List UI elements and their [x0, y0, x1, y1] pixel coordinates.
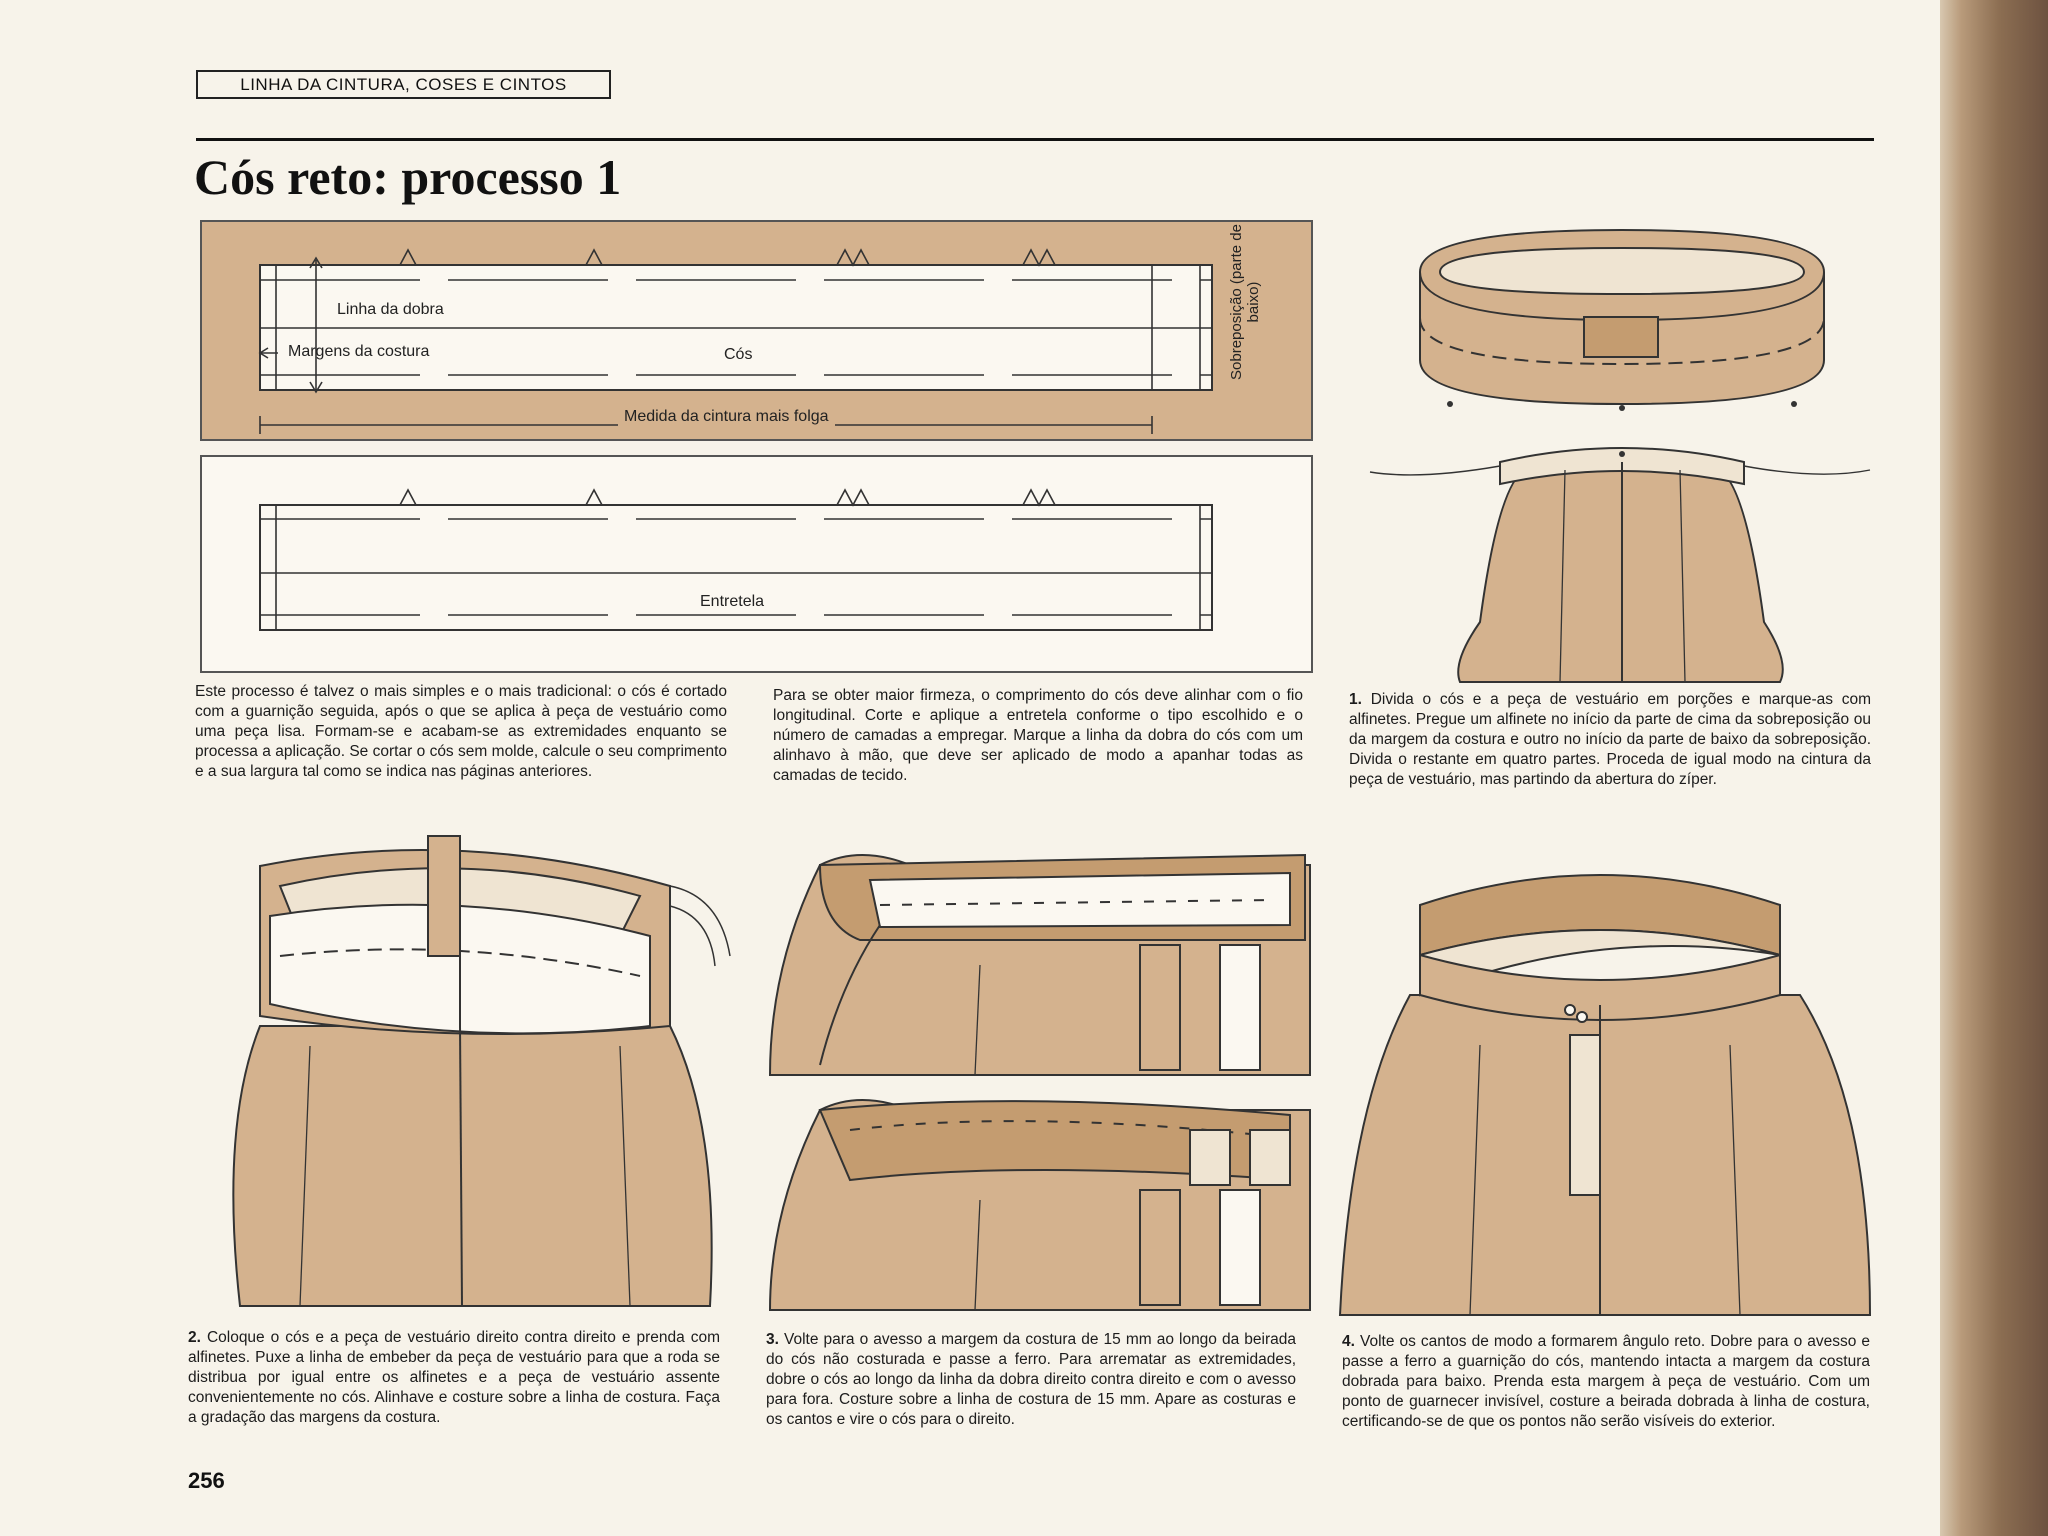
label-fold-line: Linha da dobra	[337, 301, 444, 319]
illustration-step-3-bottom	[760, 1090, 1310, 1310]
interfacing-pattern-drawing	[200, 455, 1313, 673]
step-1-text: 1. Divida o cós e a peça de vestuário em…	[1349, 690, 1871, 790]
step-4-text: 4. Volte os cantos de modo a formarem ân…	[1342, 1332, 1870, 1432]
illustration-step-2	[200, 826, 740, 1306]
step-description: Volte os cantos de modo a formarem ângul…	[1342, 1333, 1870, 1430]
label-interfacing: Entretela	[694, 593, 770, 611]
step-number: 2.	[188, 1329, 201, 1346]
label-seam-allowance: Margens da costura	[288, 343, 429, 361]
step-2-text: 2. Coloque o cós e a peça de vestuário d…	[188, 1328, 720, 1428]
facing-page-edge	[1940, 0, 2048, 1536]
label-overlap: Sobreposição (parte de baixo)	[1228, 217, 1262, 387]
step-description: Coloque o cós e a peça de vestuário dire…	[188, 1329, 720, 1426]
page-title: Cós reto: processo 1	[194, 148, 621, 206]
label-waist-measure: Medida da cintura mais folga	[618, 408, 835, 426]
step-description: Divida o cós e a peça de vestuário em po…	[1349, 691, 1871, 788]
illustration-step-3-top	[760, 845, 1310, 1075]
step-description: Volte para o avesso a margem da costura …	[766, 1331, 1296, 1428]
step-number: 4.	[1342, 1333, 1355, 1350]
firmness-paragraph: Para se obter maior firmeza, o comprimen…	[773, 686, 1303, 786]
step-number: 1.	[1349, 691, 1362, 708]
section-label: LINHA DA CINTURA, COSES E CINTOS	[196, 70, 611, 99]
label-waistband: Cós	[724, 346, 752, 364]
step-3-text: 3. Volte para o avesso a margem da costu…	[766, 1330, 1296, 1430]
illustration-step-4	[1330, 845, 1880, 1315]
header-rule	[196, 138, 1874, 141]
page-number: 256	[188, 1468, 225, 1494]
step-number: 3.	[766, 1331, 779, 1348]
illustration-step-1	[1360, 222, 1880, 682]
intro-paragraph: Este processo é talvez o mais simples e …	[195, 682, 727, 782]
